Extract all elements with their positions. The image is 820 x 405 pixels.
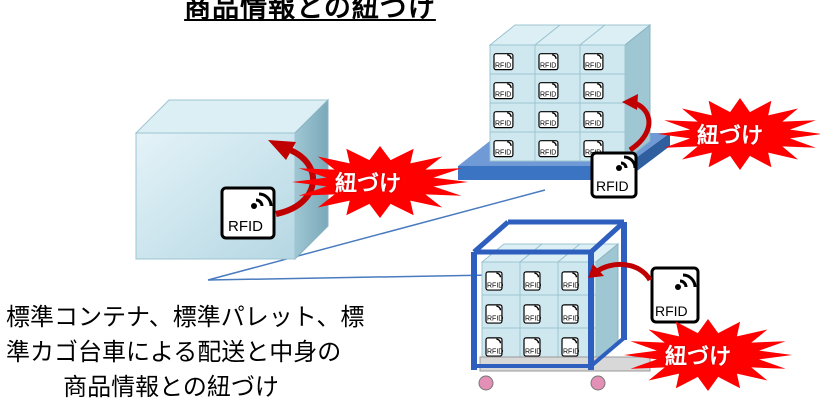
small-rfid-signal-icon — [596, 54, 602, 59]
small-rfid-text: RFID — [585, 92, 601, 99]
small-rfid-signal-icon — [496, 338, 502, 344]
small-rfid-text: RFID — [563, 283, 579, 290]
small-rfid-signal-icon — [572, 305, 578, 311]
small-rfid-text: RFID — [495, 150, 511, 157]
small-rfid-tag — [538, 111, 559, 129]
small-rfid-tag — [561, 304, 579, 324]
small-rfid-tag — [523, 304, 541, 324]
small-rfid-text: RFID — [563, 349, 579, 356]
small-rfid-text: RFID — [487, 349, 503, 356]
small-rfid-text: RFID — [540, 92, 556, 99]
connector-lines — [207, 189, 546, 281]
small-rfid-signal-icon — [506, 141, 512, 146]
small-rfid-text: RFID — [495, 121, 511, 128]
small-rfid-text: RFID — [487, 283, 503, 290]
small-rfid-signal-icon — [572, 272, 578, 278]
pallet-box-stack: RFID RFID RFID RFID RFID RFID RFID RFID RFID RFID… — [488, 23, 652, 163]
roll-cart: RFID RFID RFID RFID RFID RFID RFID RFID RFID — [471, 219, 651, 391]
caption-line-2: 準カゴ台車による配送と中身の — [6, 338, 342, 366]
small-rfid-signal-icon — [496, 305, 502, 311]
small-rfid-tag — [561, 337, 579, 357]
page-title: 商品情報との紐づけ — [184, 0, 436, 24]
link-label-container: 紐づけ — [335, 172, 402, 197]
small-rfid-tag — [493, 111, 514, 129]
small-rfid-text: RFID — [525, 283, 541, 290]
small-rfid-signal-icon — [506, 112, 512, 117]
link-burst-container — [292, 146, 468, 218]
small-rfid-signal-icon — [551, 141, 557, 146]
small-rfid-signal-icon — [551, 112, 557, 117]
small-rfid-tag — [485, 337, 503, 357]
small-rfid-tag — [538, 140, 559, 158]
small-rfid-tag — [583, 111, 604, 129]
rfid-tag-pallet — [590, 151, 638, 199]
small-rfid-tag — [493, 140, 514, 158]
small-rfid-text: RFID — [495, 92, 511, 99]
small-rfid-text: RFID — [563, 316, 579, 323]
small-rfid-signal-icon — [496, 272, 502, 278]
small-rfid-tag — [485, 271, 503, 291]
small-rfid-tag — [523, 271, 541, 291]
small-rfid-text: RFID — [495, 63, 511, 70]
small-rfid-tag — [493, 82, 514, 100]
small-rfid-tag — [485, 304, 503, 324]
caption-line-3: 商品情報との紐づけ — [63, 373, 279, 401]
small-rfid-tag — [583, 53, 604, 71]
small-rfid-signal-icon — [551, 54, 557, 59]
small-rfid-text: RFID — [540, 63, 556, 70]
small-rfid-signal-icon — [506, 83, 512, 88]
small-rfid-signal-icon — [572, 338, 578, 344]
small-rfid-text: RFID — [540, 150, 556, 157]
caption-line-1: 標準コンテナ、標準パレット、標 — [6, 303, 365, 331]
small-rfid-signal-icon — [534, 305, 540, 311]
small-rfid-signal-icon — [596, 83, 602, 88]
small-rfid-tag — [523, 337, 541, 357]
small-rfid-signal-icon — [534, 272, 540, 278]
small-rfid-signal-icon — [506, 54, 512, 59]
small-rfid-tag — [538, 53, 559, 71]
link-burst-cart — [624, 319, 792, 391]
small-rfid-text: RFID — [585, 121, 601, 128]
small-rfid-signal-icon — [534, 338, 540, 344]
small-rfid-text: RFID — [525, 316, 541, 323]
small-rfid-signal-icon — [596, 141, 602, 146]
small-rfid-signal-icon — [551, 83, 557, 88]
link-label-pallet: 紐づけ — [697, 124, 764, 149]
small-rfid-text: RFID — [487, 316, 503, 323]
rfid-tag-cart — [650, 266, 700, 324]
small-rfid-signal-icon — [596, 112, 602, 117]
small-rfid-text: RFID — [540, 121, 556, 128]
small-rfid-tag — [538, 82, 559, 100]
small-rfid-tag — [561, 271, 579, 291]
link-label-cart: 紐づけ — [665, 345, 732, 370]
rfid-tag-container — [220, 186, 276, 240]
cart-box-stack: RFID RFID RFID RFID RFID RFID RFID RFID RFID — [480, 242, 620, 363]
box-side — [624, 23, 651, 163]
small-rfid-text: RFID — [585, 63, 601, 70]
caption: 標準コンテナ、標準パレット、標 準カゴ台車による配送と中身の 商品情報との紐づけ — [6, 300, 365, 405]
small-rfid-tag — [583, 82, 604, 100]
link-burst-pallet — [658, 98, 820, 170]
small-rfid-text: RFID — [525, 349, 541, 356]
small-rfid-tag — [493, 53, 514, 71]
